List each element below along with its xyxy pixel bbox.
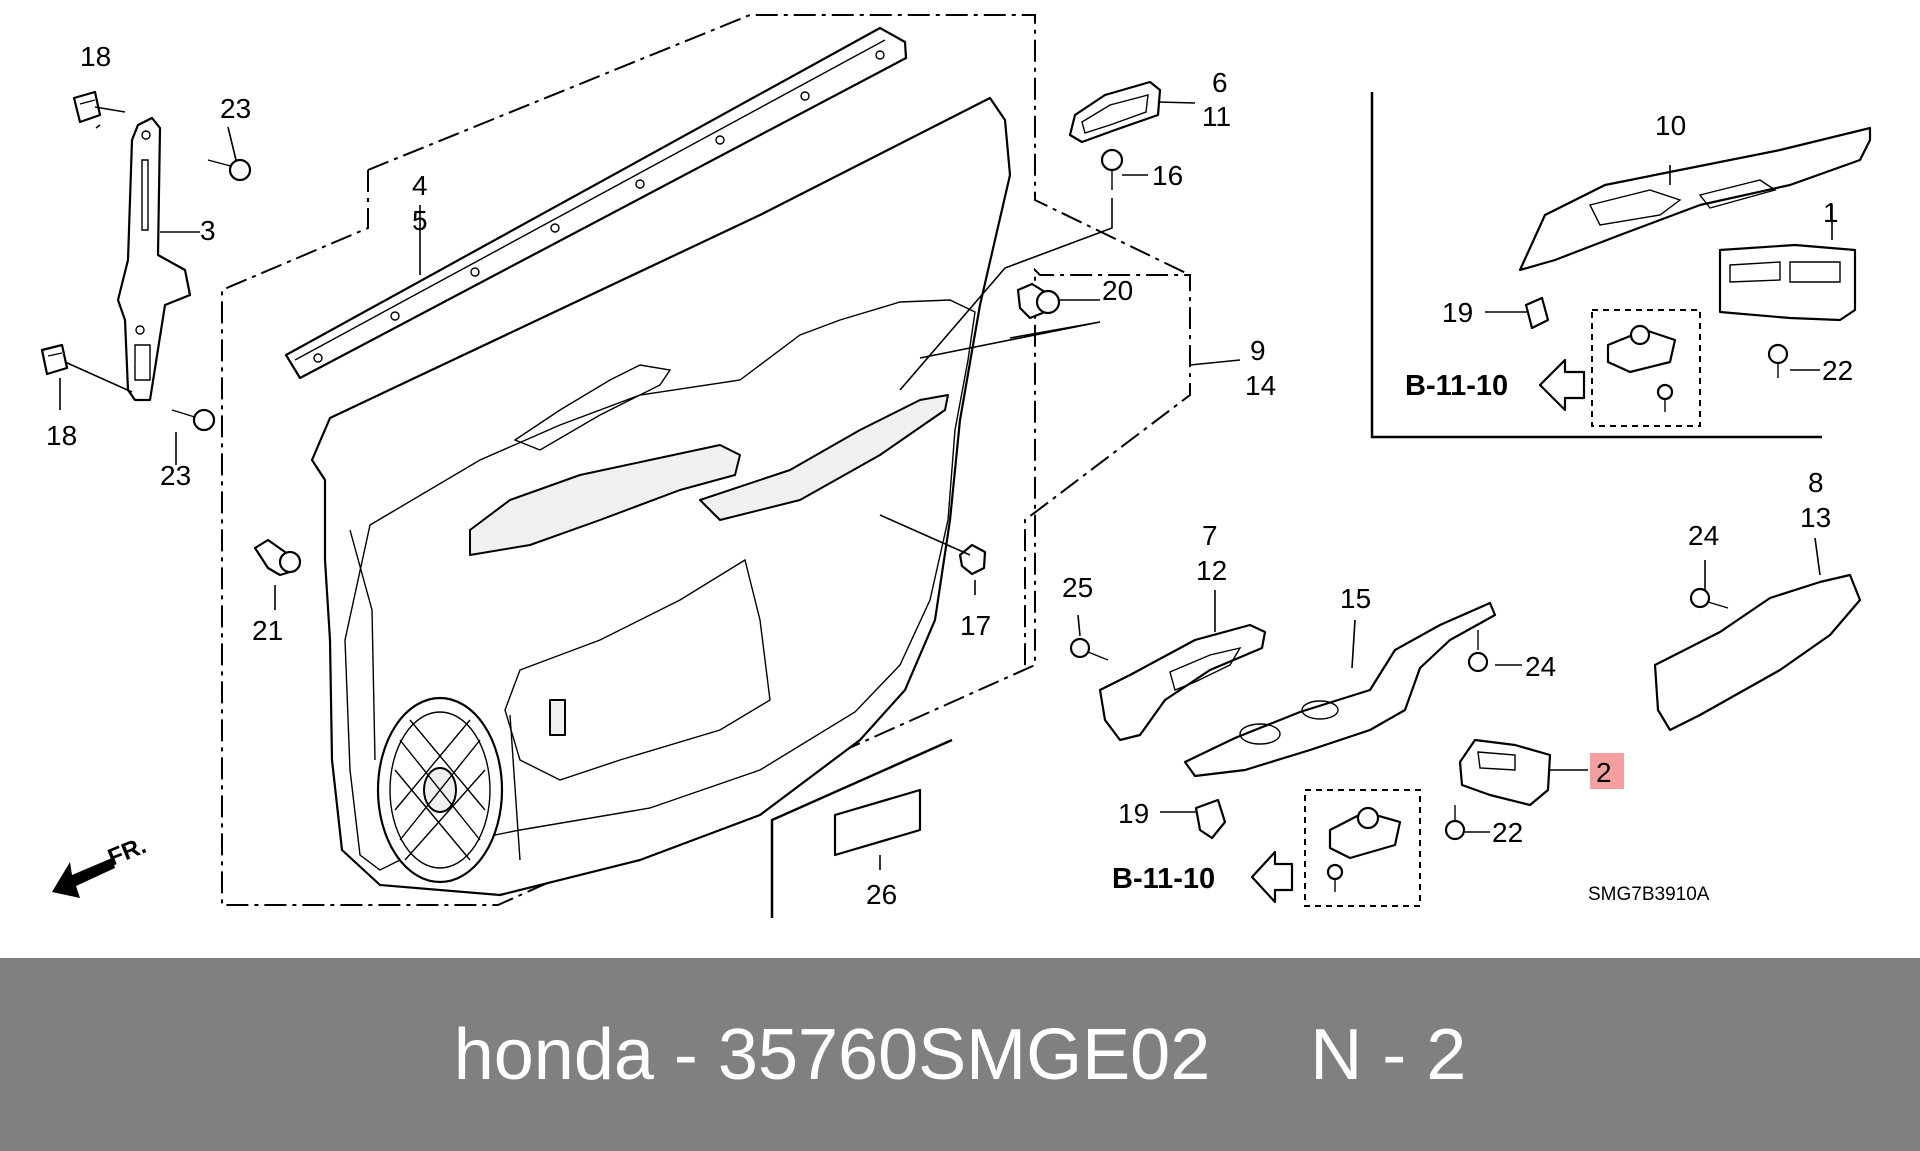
direction-label: FR. <box>104 832 150 872</box>
highlight-part-2 <box>1590 753 1624 789</box>
callout-5: 5 <box>412 205 428 236</box>
callout-24-right: 24 <box>1688 520 1719 551</box>
callout-22-bottom: 22 <box>1492 817 1523 848</box>
callout-13: 13 <box>1800 502 1831 533</box>
callout-2: 2 <box>1596 757 1612 788</box>
cap-part-6-11 <box>1068 80 1162 144</box>
screw-part-22-top <box>1767 343 1789 378</box>
callout-11: 11 <box>1202 101 1231 132</box>
callout-21: 21 <box>252 615 283 646</box>
screw-part-24-middle <box>1467 630 1489 673</box>
callout-9: 9 <box>1250 335 1266 366</box>
label-part-26 <box>770 738 953 918</box>
leader-lines <box>59 101 1833 870</box>
callout-25: 25 <box>1062 572 1093 603</box>
callout-7: 7 <box>1202 520 1218 551</box>
switch-subpart-top <box>1606 324 1677 412</box>
callout-19-top: 19 <box>1442 297 1473 328</box>
switch-trim-part-10 <box>1518 126 1872 272</box>
screw-part-22-bottom <box>1444 805 1466 841</box>
panel-group-outline-top <box>367 14 1191 276</box>
clip-part-21 <box>253 538 302 577</box>
callout-18-bottom: 18 <box>46 420 77 451</box>
screw-part-16 <box>1100 148 1124 190</box>
callout-23-top: 23 <box>220 93 251 124</box>
screw-part-25 <box>1069 637 1109 661</box>
callout-24-middle: 24 <box>1525 651 1556 682</box>
callout-1: 1 <box>1823 197 1839 228</box>
pull-handle-part-7-12 <box>1098 623 1267 742</box>
callout-14: 14 <box>1245 370 1276 401</box>
ref-label-bottom: B-11-10 <box>1112 863 1215 895</box>
ref-arrow-bottom <box>1250 850 1294 904</box>
callout-18-top: 18 <box>80 41 111 72</box>
footer-bar: honda - 35760SMGE02 N - 2 <box>0 958 1920 1151</box>
inset-frame <box>1370 92 1822 439</box>
weatherstrip <box>284 26 908 380</box>
inset-dotted-box-bottom <box>1304 789 1421 907</box>
callout-6: 6 <box>1212 67 1228 98</box>
callout-17: 17 <box>960 610 991 641</box>
clip-part-17 <box>958 543 987 576</box>
callout-3: 3 <box>200 215 216 246</box>
power-window-switch-part-1 <box>1718 243 1857 322</box>
panel-group-outline <box>221 170 1191 906</box>
bracket-part-3 <box>116 116 192 402</box>
clip-part-18-bottom <box>40 343 69 376</box>
front-direction-arrow: FR. <box>52 832 150 898</box>
callout-26: 26 <box>866 879 897 910</box>
clip-part-18-top <box>72 90 102 124</box>
clip-part-20 <box>1016 282 1061 320</box>
callout-20: 20 <box>1102 275 1133 306</box>
ref-label-top: B-11-10 <box>1405 370 1508 402</box>
callout-4: 4 <box>412 170 428 201</box>
door-trim-panel <box>310 96 1012 897</box>
armrest-part-8-13 <box>1653 573 1862 732</box>
screw-part-23-bottom <box>171 408 216 432</box>
clip-part-19-bottom <box>1194 798 1227 840</box>
diagram-code: SMG7B3910A <box>1588 884 1710 905</box>
screw-part-23-top <box>207 158 252 182</box>
callout-12: 12 <box>1196 555 1227 586</box>
screw-part-24-right <box>1689 587 1729 609</box>
callout-22-top: 22 <box>1822 355 1853 386</box>
callout-10: 10 <box>1655 110 1686 141</box>
callout-16: 16 <box>1152 160 1183 191</box>
inset-dotted-box-top <box>1591 309 1701 427</box>
switch-subpart-bottom <box>1326 806 1402 892</box>
armrest-panel-part-15 <box>1183 601 1497 778</box>
callout-19-bottom: 19 <box>1118 798 1149 829</box>
part-number-caption: honda - 35760SMGE02 N - 2 <box>453 1014 1467 1095</box>
callout-23-bottom: 23 <box>160 460 191 491</box>
clip-part-19-top <box>1524 296 1550 330</box>
ref-arrow-top <box>1538 358 1586 412</box>
parts-diagram: FR. <box>40 14 1872 918</box>
door-lock-switch-part-2 <box>1458 738 1552 807</box>
callout-8: 8 <box>1808 467 1824 498</box>
callout-15: 15 <box>1340 583 1371 614</box>
